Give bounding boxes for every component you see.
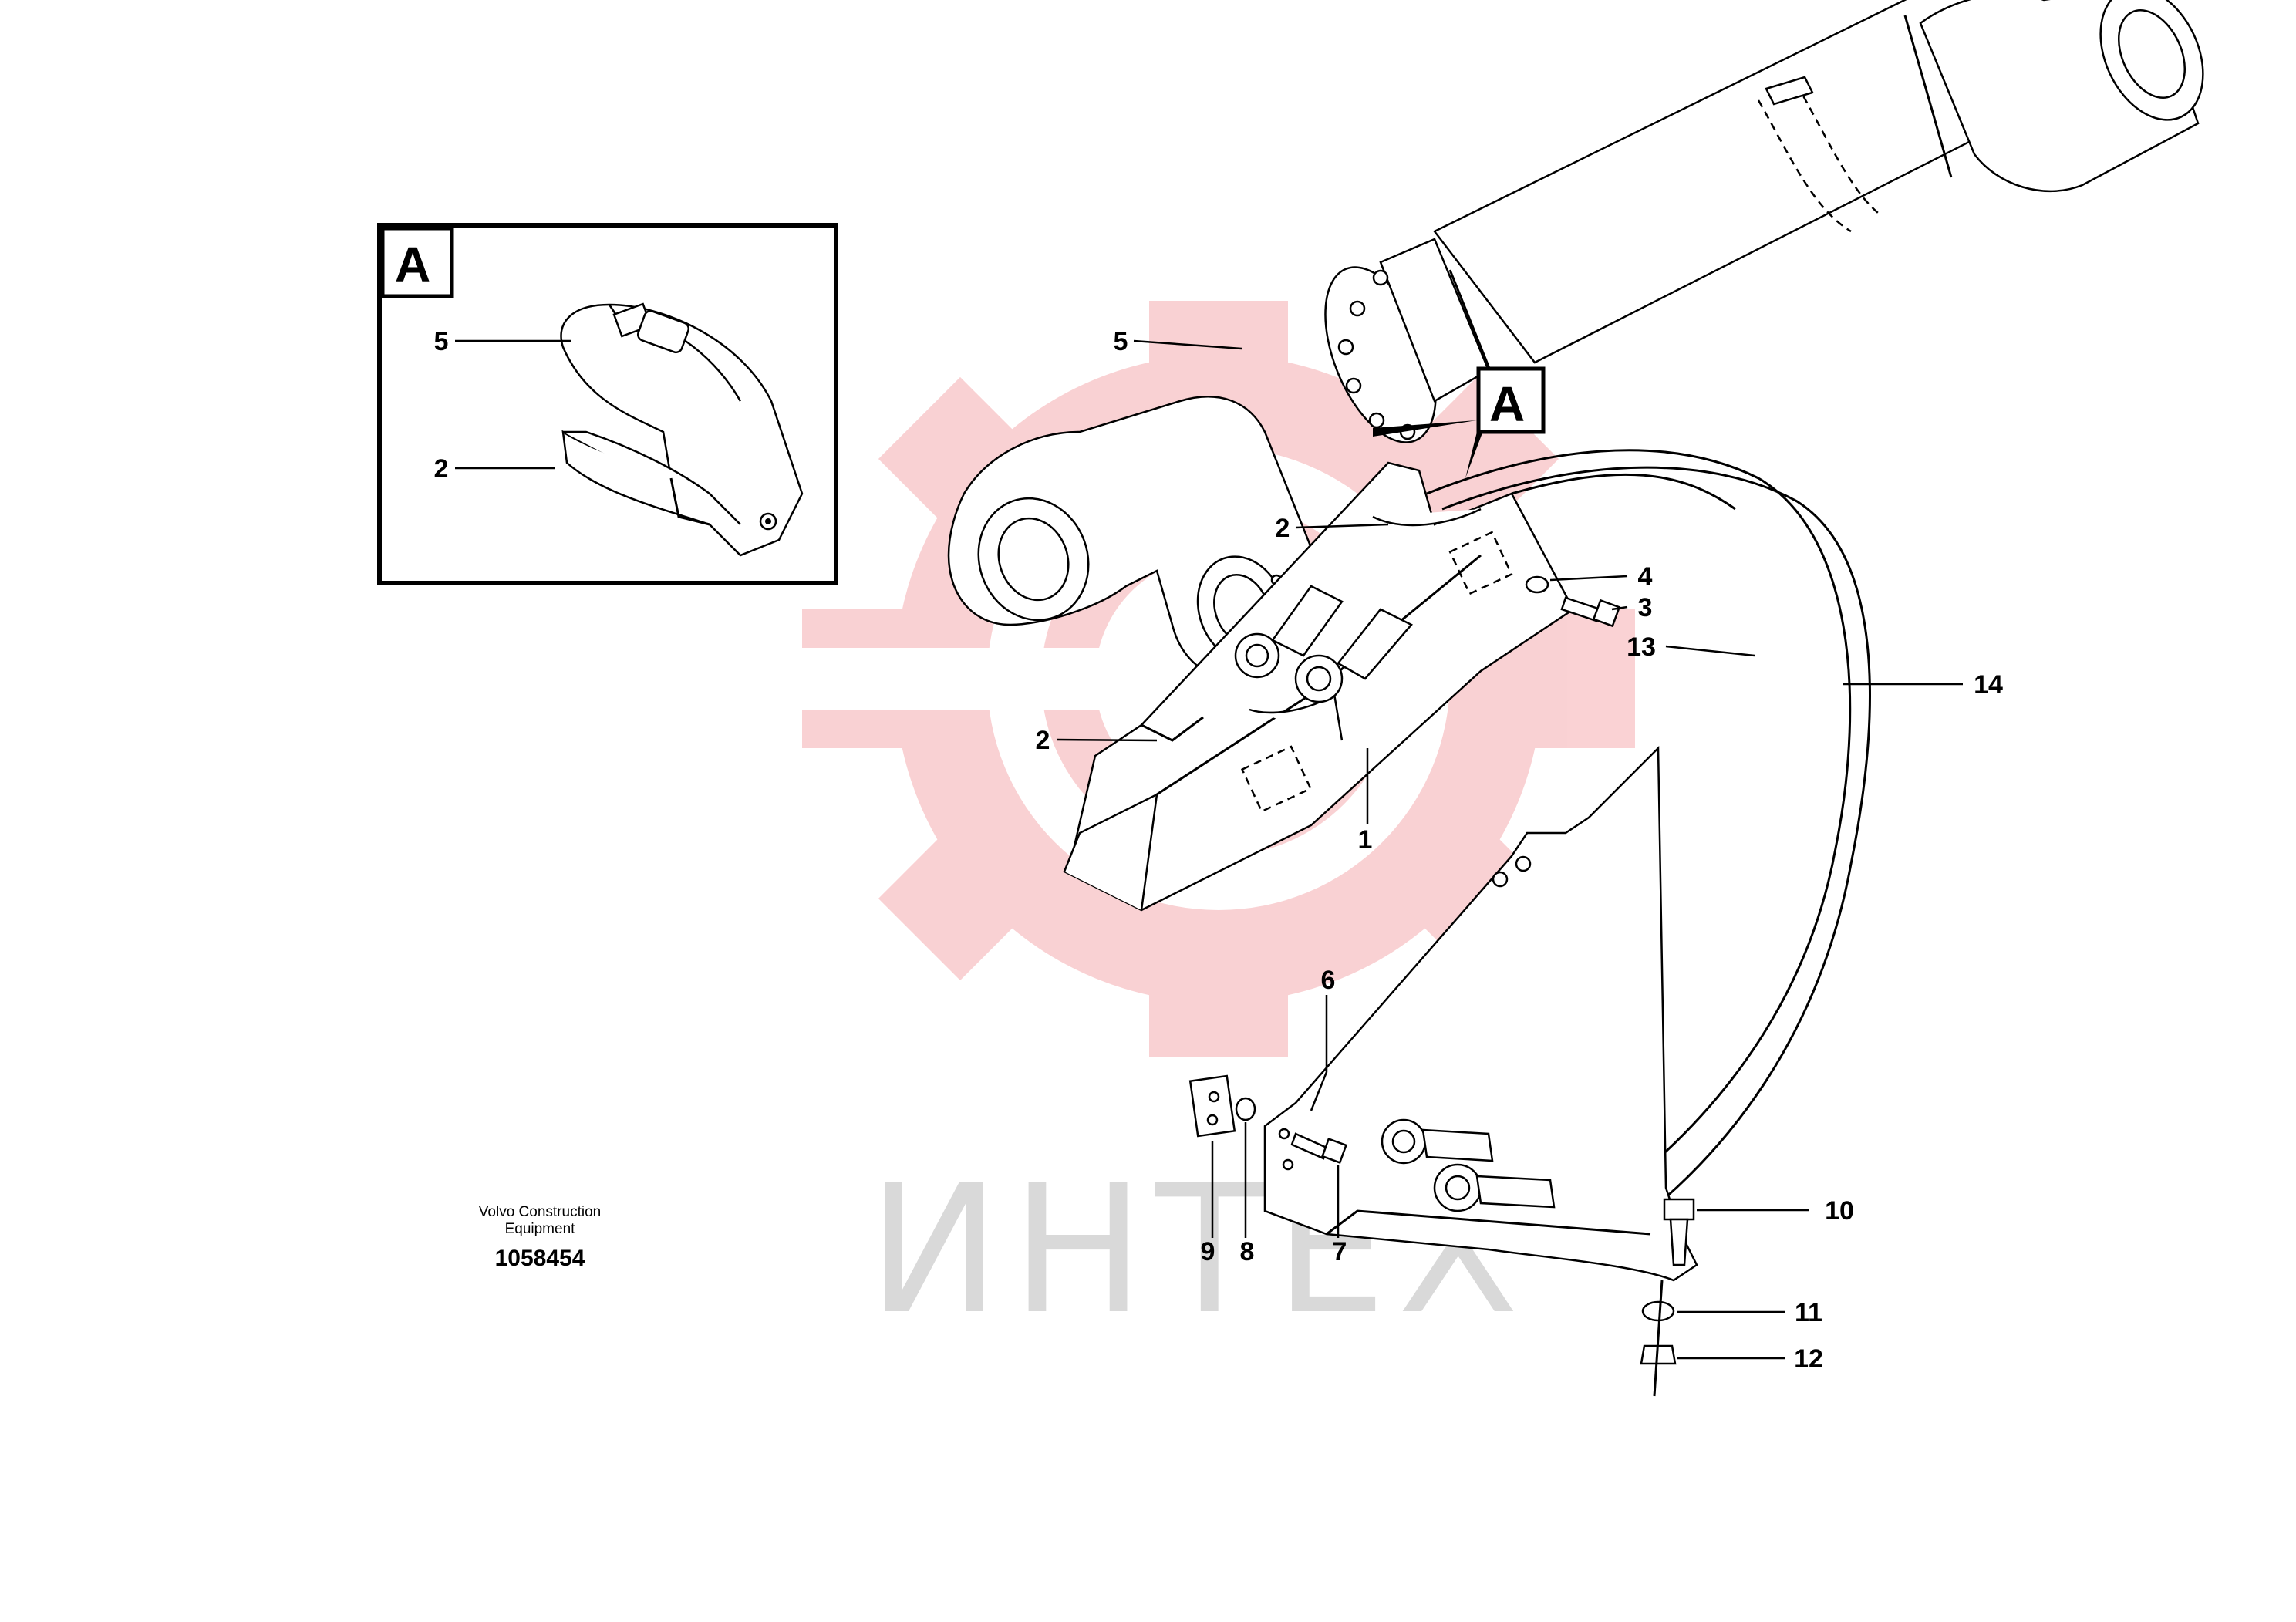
view-marker-letter: A <box>1489 376 1525 432</box>
callout-7: 7 <box>1333 1237 1347 1266</box>
callout-4: 4 <box>1638 562 1653 592</box>
publisher-line-2: Equipment <box>504 1221 575 1237</box>
callout-12: 12 <box>1794 1344 1823 1374</box>
callout-8: 8 <box>1240 1237 1255 1266</box>
callout-2-upper: 2 <box>1276 514 1290 543</box>
hydraulic-cylinder <box>947 0 2204 680</box>
callout-9: 9 <box>1201 1237 1215 1266</box>
lower-bracket <box>1263 746 1698 1282</box>
callout-1: 1 <box>1358 825 1373 855</box>
callout-3: 3 <box>1638 593 1653 622</box>
view-a-marker: A <box>1373 366 1546 478</box>
callouts: 5 2 5 2 4 3 13 14 2 1 6 10 11 12 9 8 7 <box>434 327 2003 1374</box>
callout-5: 5 <box>1114 327 1128 356</box>
hoses <box>1426 449 1871 1236</box>
fasteners <box>1188 575 1695 1397</box>
publisher-line-1: Volvo Construction <box>478 1204 602 1220</box>
callout-14: 14 <box>1974 670 2003 700</box>
detail-view-letter: A <box>395 237 430 292</box>
callout-6: 6 <box>1321 966 1336 995</box>
callout-10: 10 <box>1825 1196 1854 1226</box>
callout-11: 11 <box>1795 1298 1822 1327</box>
publisher-block: Volvo Construction Equipment 1058454 <box>432 1204 648 1272</box>
inset-clamp-drawing <box>560 302 804 557</box>
callout-13: 13 <box>1627 632 1656 662</box>
callout-inset-5: 5 <box>434 327 449 356</box>
leader-lines <box>455 339 1963 1360</box>
drawing-number: 1058454 <box>494 1246 585 1271</box>
callout-2-lower: 2 <box>1036 726 1050 755</box>
detail-view-a: A <box>377 223 838 585</box>
hose-guard-channel <box>1063 461 1575 912</box>
callout-inset-2: 2 <box>434 454 449 484</box>
